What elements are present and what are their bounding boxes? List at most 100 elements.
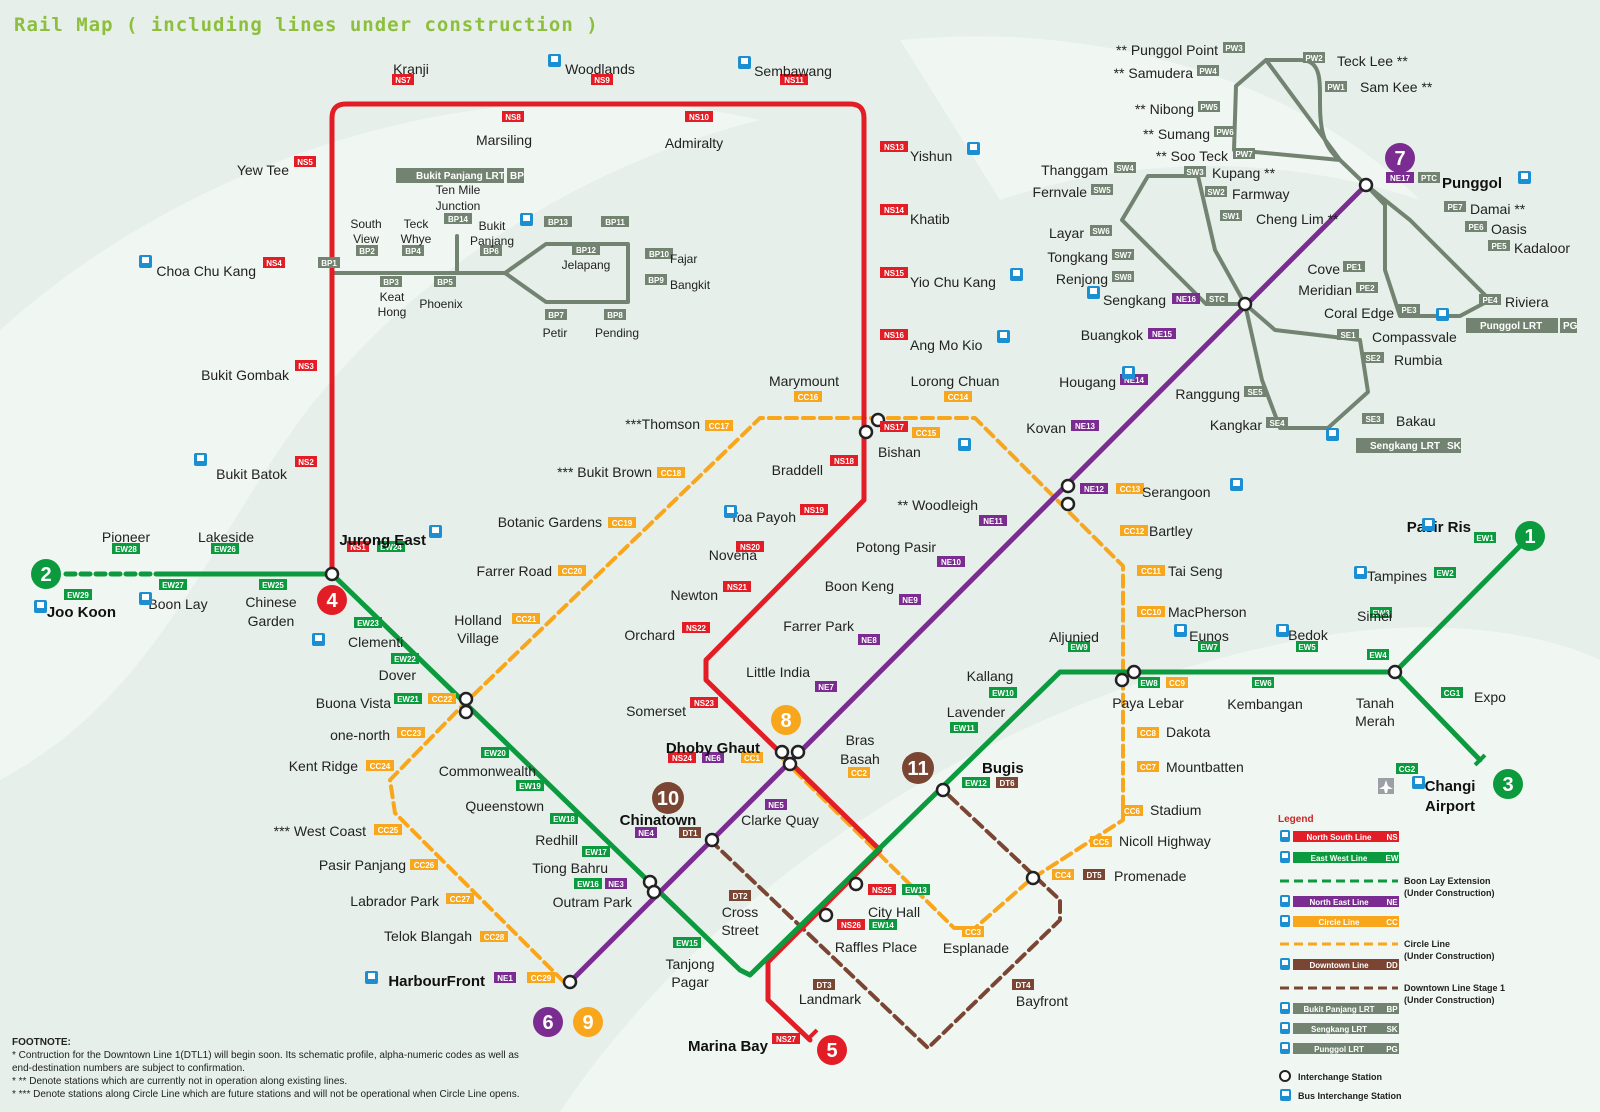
station-layar[interactable]: Layar [1049, 225, 1084, 241]
station-woodleigh[interactable]: ** Woodleigh [897, 497, 978, 513]
station-farrer-road[interactable]: Farrer Road [477, 563, 552, 579]
station-lorong-chuan[interactable]: Lorong Chuan [911, 373, 1000, 389]
station-tampines[interactable]: Tampines [1367, 568, 1427, 584]
station-kovan[interactable]: Kovan [1026, 420, 1066, 436]
station-farmway[interactable]: Farmway [1232, 186, 1290, 202]
station-queenstown[interactable]: Queenstown [465, 798, 544, 814]
station-somerset[interactable]: Somerset [626, 703, 686, 719]
station-expo[interactable]: Expo [1474, 689, 1506, 705]
station-bayfront[interactable]: Bayfront [1016, 993, 1068, 1009]
station-renjong[interactable]: Renjong [1056, 271, 1108, 287]
station-yio-chu-kang[interactable]: Yio Chu Kang [910, 274, 996, 290]
station-yew-tee[interactable]: Yew Tee [237, 162, 289, 178]
station-bakau[interactable]: Bakau [1396, 413, 1436, 429]
station-boon-keng[interactable]: Boon Keng [825, 578, 894, 594]
station-rumbia[interactable]: Rumbia [1394, 352, 1442, 368]
station-oasis[interactable]: Oasis [1491, 221, 1527, 237]
station-bukit-brown[interactable]: *** Bukit Brown [557, 464, 652, 480]
station-dakota[interactable]: Dakota [1166, 724, 1211, 740]
station-marina-bay[interactable]: Marina Bay [688, 1038, 769, 1055]
station-kangkar[interactable]: Kangkar [1210, 417, 1262, 433]
station-west-coast[interactable]: *** West Coast [274, 823, 366, 839]
station-hougang[interactable]: Hougang [1059, 374, 1116, 390]
station-kent-ridge[interactable]: Kent Ridge [289, 758, 358, 774]
station-choa-chu-kang[interactable]: Choa Chu Kang [156, 263, 256, 279]
station-punggol[interactable]: Punggol [1442, 175, 1502, 192]
station-promenade[interactable]: Promenade [1114, 868, 1187, 884]
station-lavender[interactable]: Lavender [947, 704, 1006, 720]
station-telok-blangah[interactable]: Telok Blangah [384, 928, 472, 944]
station-compassvale[interactable]: Compassvale [1372, 329, 1457, 345]
station-thomson[interactable]: ***Thomson [625, 416, 700, 432]
station-clarke-quay[interactable]: Clarke Quay [741, 812, 819, 828]
station-raffles-place[interactable]: Raffles Place [835, 939, 917, 955]
station-teck-whye[interactable]: Teck [404, 217, 430, 231]
station-fajar[interactable]: Fajar [670, 252, 697, 266]
station-sumang[interactable]: ** Sumang [1143, 126, 1210, 142]
station-novena[interactable]: Novena [709, 547, 757, 563]
station-dhoby-ghaut[interactable]: Dhoby Ghaut [666, 740, 760, 757]
station-jurong-east[interactable]: Jurong East [339, 532, 426, 549]
station-petir[interactable]: Petir [543, 326, 568, 340]
station-kadaloor[interactable]: Kadaloor [1514, 240, 1570, 256]
station-coral-edge[interactable]: Coral Edge [1324, 305, 1394, 321]
station-khatib[interactable]: Khatib [910, 211, 950, 227]
station-braddell[interactable]: Braddell [772, 462, 823, 478]
station-joo-koon[interactable]: Joo Koon [47, 604, 116, 621]
station-tiong-bahru[interactable]: Tiong Bahru [532, 860, 608, 876]
station-pasir-ris[interactable]: Pasir Ris [1407, 519, 1471, 536]
station-ten-mile-junction[interactable]: Ten Mile [436, 183, 481, 197]
station-samudera[interactable]: ** Samudera [1114, 65, 1194, 81]
station-meridian[interactable]: Meridian [1298, 282, 1352, 298]
station-kembangan[interactable]: Kembangan [1227, 696, 1303, 712]
station-one-north[interactable]: one-north [330, 727, 390, 743]
station-chinatown[interactable]: Chinatown [620, 812, 697, 829]
station-bedok[interactable]: Bedok [1288, 627, 1329, 643]
station-kallang[interactable]: Kallang [967, 668, 1014, 684]
station-outram-park[interactable]: Outram Park [553, 894, 633, 910]
station-stadium[interactable]: Stadium [1150, 802, 1201, 818]
station-toa-payoh[interactable]: Toa Payoh [730, 509, 796, 525]
station-cove[interactable]: Cove [1307, 261, 1340, 277]
station-jelapang[interactable]: Jelapang [562, 258, 611, 272]
station-teck-lee[interactable]: Teck Lee ** [1337, 53, 1408, 69]
station-botanic-gardens[interactable]: Botanic Gardens [498, 514, 602, 530]
station-yishun[interactable]: Yishun [910, 148, 952, 164]
station-bugis[interactable]: Bugis [982, 760, 1024, 777]
station-bras-basah[interactable]: Bras [846, 732, 875, 748]
station-thanggam[interactable]: Thanggam [1041, 162, 1108, 178]
station-mountbatten[interactable]: Mountbatten [1166, 759, 1244, 775]
station-labrador-park[interactable]: Labrador Park [350, 893, 440, 909]
station-esplanade[interactable]: Esplanade [943, 940, 1009, 956]
station-nicoll-highway[interactable]: Nicoll Highway [1119, 833, 1211, 849]
station-dover[interactable]: Dover [379, 667, 417, 683]
station-buangkok[interactable]: Buangkok [1081, 327, 1144, 343]
station-bartley[interactable]: Bartley [1149, 523, 1193, 539]
station-phoenix[interactable]: Phoenix [419, 297, 462, 311]
station-bukit-gombak[interactable]: Bukit Gombak [201, 367, 290, 383]
station-pasir-panjang[interactable]: Pasir Panjang [319, 857, 406, 873]
station-cheng-lim[interactable]: Cheng Lim ** [1256, 211, 1339, 227]
station-sembawang[interactable]: Sembawang [754, 63, 832, 79]
station-paya-lebar[interactable]: Paya Lebar [1112, 695, 1184, 711]
station-lakeside[interactable]: Lakeside [198, 529, 254, 545]
station-simei[interactable]: Simei [1357, 608, 1392, 624]
station-punggol-point[interactable]: ** Punggol Point [1116, 42, 1218, 58]
station-tanjong-pagar[interactable]: Tanjong [665, 956, 714, 972]
station-cross-street[interactable]: Cross [722, 904, 759, 920]
station-riviera[interactable]: Riviera [1505, 294, 1549, 310]
station-redhill[interactable]: Redhill [535, 832, 578, 848]
station-changi-airport[interactable]: Changi [1425, 778, 1476, 795]
station-eunos[interactable]: Eunos [1189, 628, 1229, 644]
station-damai[interactable]: Damai ** [1470, 201, 1526, 217]
station-kupang[interactable]: Kupang ** [1212, 165, 1276, 181]
station-nibong[interactable]: ** Nibong [1135, 101, 1194, 117]
station-fernvale[interactable]: Fernvale [1033, 184, 1088, 200]
station-holland-village[interactable]: Holland [454, 612, 501, 628]
station-marsiling[interactable]: Marsiling [476, 132, 532, 148]
station-bukit-batok[interactable]: Bukit Batok [216, 466, 288, 482]
station-pending[interactable]: Pending [595, 326, 639, 340]
station-newton[interactable]: Newton [671, 587, 718, 603]
station-clementi[interactable]: Clementi [348, 634, 403, 650]
station-orchard[interactable]: Orchard [624, 627, 675, 643]
